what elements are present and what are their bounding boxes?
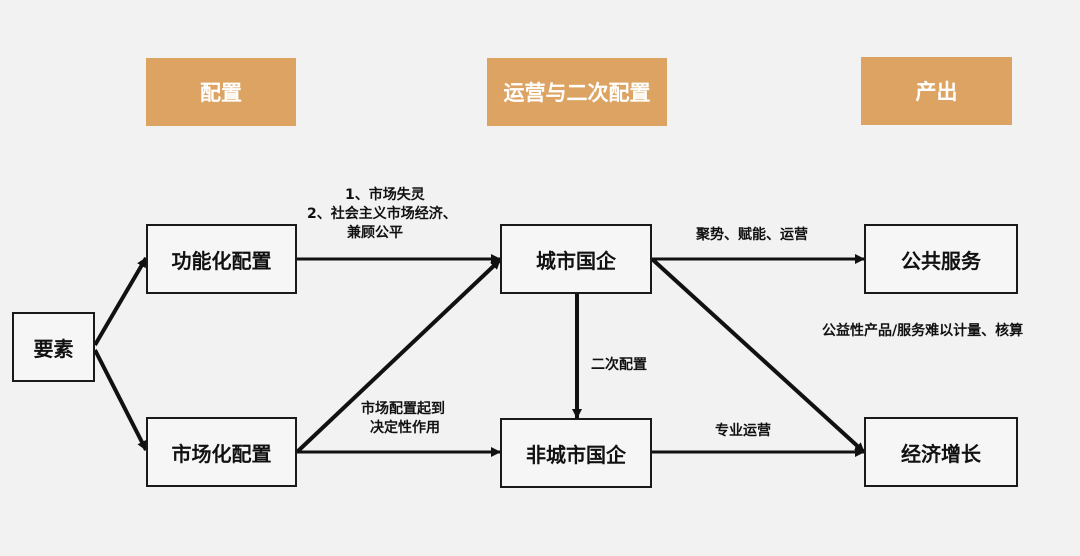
- header-operation: 运营与二次配置: [487, 58, 667, 126]
- label-market-decisive-2: 决定性作用: [370, 420, 440, 436]
- label-professional-operation: 专业运营: [715, 423, 771, 439]
- label-functional-reason-3: 兼顾公平: [347, 225, 403, 241]
- label-secondary-config: 二次配置: [591, 357, 647, 373]
- header-output: 产出: [861, 57, 1012, 125]
- edge-city-to-growth: [650, 257, 866, 454]
- node-public-service: 公共服务: [864, 224, 1018, 294]
- node-market-config: 市场化配置: [146, 417, 297, 487]
- edge-elements-to-functional: [93, 256, 148, 347]
- label-public-note: 公益性产品/服务难以计量、核算: [822, 323, 1024, 339]
- node-city-soe: 城市国企: [500, 224, 652, 294]
- label-functional-reason-2: 2、社会主义市场经济、: [307, 206, 457, 222]
- node-economic-growth: 经济增长: [864, 417, 1018, 487]
- label-to-public-service: 聚势、赋能、运营: [696, 227, 808, 243]
- node-functional-config: 功能化配置: [146, 224, 297, 294]
- node-non-city-soe: 非城市国企: [500, 418, 652, 488]
- label-functional-reason-1: 1、市场失灵: [345, 187, 425, 203]
- edge-market-to-city: [295, 258, 502, 454]
- label-market-decisive-1: 市场配置起到: [361, 401, 445, 417]
- header-config: 配置: [146, 58, 296, 126]
- node-elements: 要素: [12, 312, 95, 382]
- edge-elements-to-market: [93, 349, 148, 451]
